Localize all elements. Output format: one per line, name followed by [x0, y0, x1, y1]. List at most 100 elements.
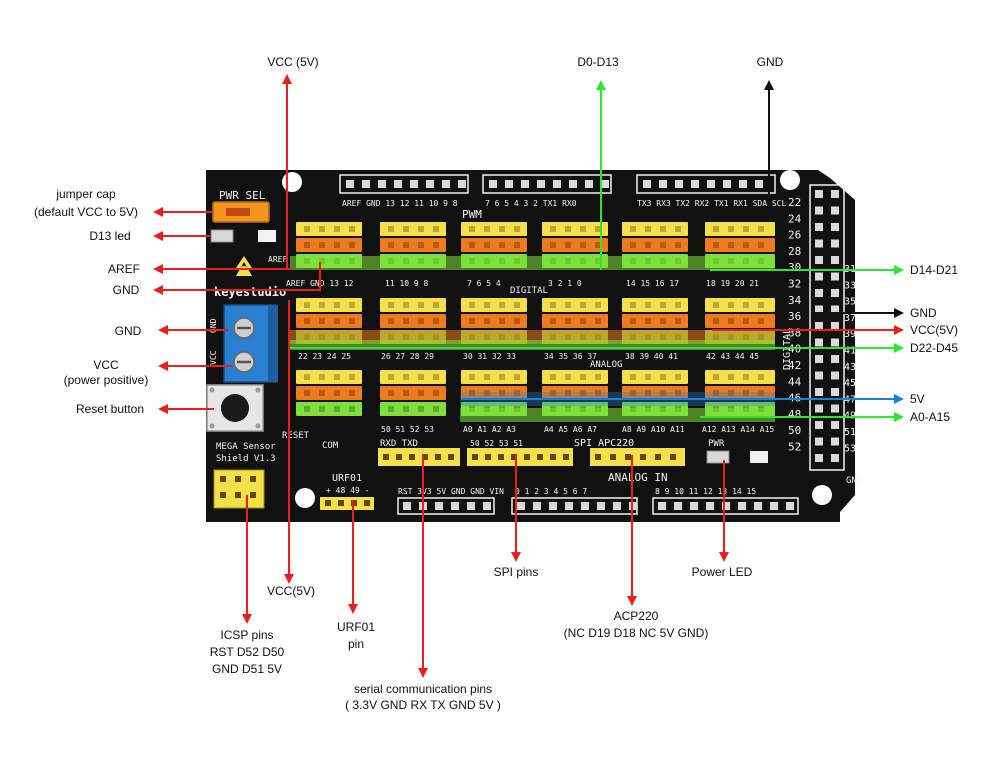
pin-hole [484, 390, 490, 396]
pin-hole [743, 302, 749, 308]
pin-strip [296, 386, 362, 400]
pin-hole [319, 374, 325, 380]
pin-hole [595, 302, 601, 308]
pin-hole [514, 318, 520, 324]
header-hole [610, 454, 616, 460]
pin-hole [388, 390, 394, 396]
header-pin [739, 180, 747, 188]
header-pin [690, 502, 698, 510]
header-pin [549, 502, 557, 510]
pin-strip [380, 222, 446, 236]
pin-strip [542, 238, 608, 252]
apc220-header [590, 448, 685, 466]
pin-hole [319, 390, 325, 396]
label-d13-led: D13 led [89, 229, 130, 243]
pin-hole [550, 242, 556, 248]
label-vcc-2: (power positive) [64, 373, 149, 387]
silk-bottom-header-b: 0 1 2 3 4 5 6 7 [515, 487, 587, 496]
right-pin-number: 44 [788, 375, 802, 388]
pin-hole [630, 318, 636, 324]
pin-hole [630, 374, 636, 380]
power-led-pad [750, 451, 768, 463]
pin-hole [349, 242, 355, 248]
pin-strip [622, 222, 688, 236]
pin-hole [484, 374, 490, 380]
pin-hole [595, 390, 601, 396]
header-pin [489, 180, 497, 188]
header-pin [831, 190, 839, 198]
label-serial-2: ( 3.3V GND RX TX GND 5V ) [345, 698, 501, 712]
header-pin [831, 289, 839, 297]
pin-hole [758, 242, 764, 248]
header-hole [435, 454, 441, 460]
pin-hole [418, 226, 424, 232]
header-hole [655, 454, 661, 460]
pin-hole [304, 226, 310, 232]
pin-hole [758, 374, 764, 380]
pin-strip [380, 238, 446, 252]
silk-row3-nums: 11 10 9 8 [385, 279, 429, 288]
pin-hole [595, 318, 601, 324]
pin-hole [660, 302, 666, 308]
pin-strip [296, 222, 362, 236]
pin-strip [542, 370, 608, 384]
pin-hole [645, 242, 651, 248]
right-pin-number-odd: 51 [844, 427, 856, 438]
pin-hole [514, 302, 520, 308]
pin-hole [660, 374, 666, 380]
pin-strip [705, 386, 775, 400]
pin-hole [758, 318, 764, 324]
pin-hole [595, 226, 601, 232]
silk-spi-pins: 50 52 53 51 [470, 439, 523, 448]
header-pin [394, 180, 402, 188]
pin-strip [380, 402, 446, 416]
pin-hole [630, 242, 636, 248]
pin-hole [349, 406, 355, 412]
header-pin [815, 454, 823, 462]
silk-row3-nums5: 18 19 20 21 [706, 279, 759, 288]
header-pin [426, 180, 434, 188]
right-pin-number: 26 [788, 229, 801, 242]
label-5v: 5V [910, 392, 925, 406]
header-pin [517, 502, 525, 510]
right-pin-number-odd: 33 [844, 280, 856, 291]
pin-hole [334, 390, 340, 396]
header-hole [498, 454, 504, 460]
header-pin [643, 180, 651, 188]
pin-strip [622, 370, 688, 384]
header-pin [831, 305, 839, 314]
header-hole [220, 492, 226, 498]
urf01-header [320, 497, 374, 510]
label-jumper-cap-2: (default VCC to 5V) [34, 205, 138, 219]
silk-model-2: Shield V1.3 [216, 454, 276, 464]
header-pin [831, 437, 839, 446]
pin-strip [461, 386, 527, 400]
pin-hole [645, 374, 651, 380]
highlight-d0-d21 [290, 256, 775, 270]
label-aref: AREF [108, 262, 140, 276]
silk-gnd-left: GND [209, 318, 218, 333]
right-pin-number: 42 [788, 359, 801, 372]
silk-row6-nums3: 30 31 32 33 [463, 352, 516, 361]
pin-hole [304, 406, 310, 412]
pin-hole [675, 302, 681, 308]
pin-strip [461, 222, 527, 236]
pin-hole [580, 390, 586, 396]
pin-strip [461, 238, 527, 252]
silk-reset: RESET [282, 431, 310, 441]
pin-hole [565, 226, 571, 232]
header-hole [485, 454, 491, 460]
pin-hole [645, 226, 651, 232]
label-urf01-2: pin [348, 637, 364, 651]
screw-terminal [223, 304, 278, 383]
header-hole [511, 454, 517, 460]
header-pin [754, 502, 762, 510]
pin-hole [550, 318, 556, 324]
header-pin [831, 322, 839, 330]
label-vcc5v-right: VCC(5V) [910, 323, 958, 337]
header-pin [613, 502, 621, 510]
header-hole [250, 492, 256, 498]
right-pin-number: 30 [788, 261, 801, 274]
pin-strip [705, 314, 775, 328]
header-pin [483, 502, 491, 510]
